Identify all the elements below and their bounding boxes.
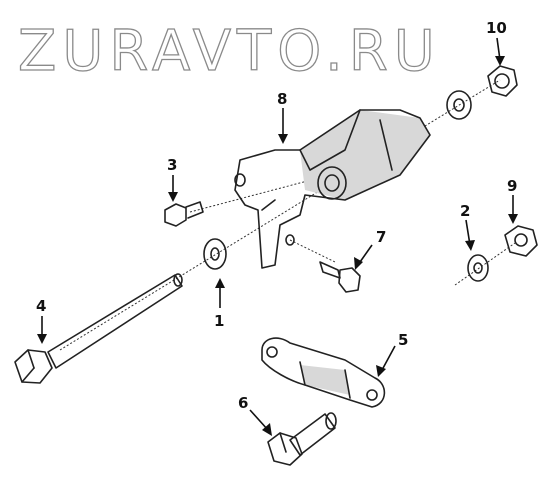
part-2-washer [467,254,489,282]
part-10-nut [487,65,518,97]
callout-3: 3 [167,156,177,174]
part-5-link-plate [261,337,386,408]
part-4-long-bolt [14,273,183,384]
part-8-bracket [234,109,431,269]
callout-arrows [37,37,518,436]
assembly-axis-lines [59,79,516,351]
callout-8: 8 [277,90,287,108]
callout-4: 4 [36,297,46,315]
callout-1: 1 [214,312,224,330]
watermark-text: ZURAVTO.RU [18,19,441,84]
callout-labels: 10 8 3 7 9 2 1 4 5 6 [36,19,517,412]
callout-2: 2 [460,202,470,220]
callout-9: 9 [507,177,517,195]
part-7-bolt [319,261,361,293]
part-3-bolt [164,201,204,227]
part-1-washer [203,238,227,270]
callout-5: 5 [398,331,408,349]
washer-upper [446,90,472,120]
callout-6: 6 [238,394,248,412]
part-9-nut [504,225,538,257]
part-6-bolt [267,412,337,466]
callout-10: 10 [486,19,507,37]
callout-7: 7 [376,228,386,246]
